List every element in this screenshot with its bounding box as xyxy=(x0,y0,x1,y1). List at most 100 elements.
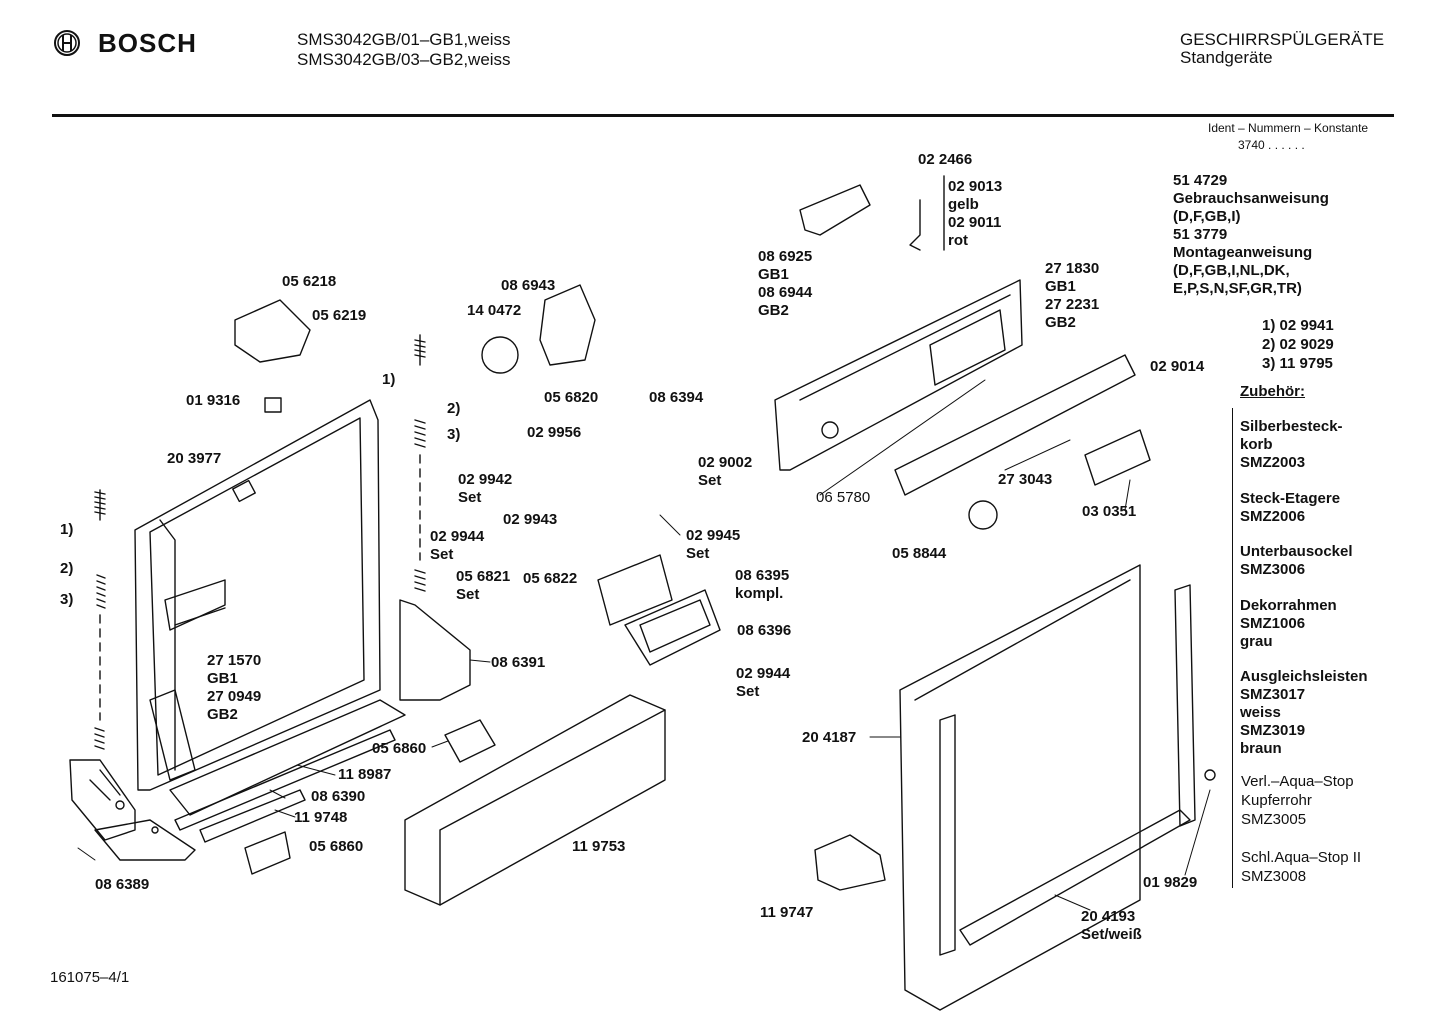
dispenser-motor xyxy=(481,284,596,374)
dispenser-housing xyxy=(597,554,721,666)
doc-lang-2b: E,P,S,N,SF,GR,TR) xyxy=(1173,280,1302,297)
acc-aquastop-ext-code: SMZ3005 xyxy=(1241,811,1307,828)
foot-piece-upper xyxy=(444,719,496,763)
label-086390: 08 6390 xyxy=(311,788,366,805)
label-086394: 08 6394 xyxy=(649,389,704,406)
model-line-1: SMS3042GB/01–GB1,weiss xyxy=(297,30,511,49)
label-gb2-a: GB2 xyxy=(758,302,789,319)
ident-label: Ident – Nummern – Konstante xyxy=(1208,121,1369,135)
left-hinge xyxy=(69,759,196,861)
wire-part xyxy=(909,199,921,251)
label-029011: 02 9011 xyxy=(948,214,1002,231)
label-086925: 08 6925 xyxy=(758,248,813,265)
header-rule xyxy=(52,114,1394,117)
label-119753: 11 9753 xyxy=(572,838,626,855)
screw-part xyxy=(1204,769,1216,781)
label-set-029002: Set xyxy=(698,472,722,489)
label-029014: 02 9014 xyxy=(1150,358,1205,375)
doc-lang-1: (D,F,GB,I) xyxy=(1173,208,1241,225)
label-set-029944-a: Set xyxy=(430,546,454,563)
label-gelb: gelb xyxy=(948,196,979,213)
label-086391: 08 6391 xyxy=(491,654,546,671)
label-022466: 02 2466 xyxy=(918,151,973,168)
acc-cutlery-1: Silberbesteck- xyxy=(1240,418,1343,435)
ident-value: 3740 . . . . . . xyxy=(1238,138,1305,152)
label-kompl: kompl. xyxy=(735,585,784,602)
label-029944-b: 02 9944 xyxy=(736,665,791,682)
label-272231: 27 2231 xyxy=(1045,296,1100,313)
acc-cutlery-code: SMZ2003 xyxy=(1240,454,1306,471)
acc-strips: Ausgleichsleisten xyxy=(1240,668,1368,685)
label-203977: 20 3977 xyxy=(167,450,222,467)
doc-title-1: Gebrauchsanweisung xyxy=(1173,190,1329,207)
leader-lines xyxy=(77,379,1211,911)
clip-part xyxy=(264,397,282,413)
label-029944-a: 02 9944 xyxy=(430,528,485,545)
doc-lang-2a: (D,F,GB,I,NL,DK, xyxy=(1173,262,1290,279)
label-030351: 03 0351 xyxy=(1082,503,1137,520)
label-056860-b: 05 6860 xyxy=(309,838,364,855)
acc-cutlery-2: korb xyxy=(1240,436,1273,453)
selector-knob xyxy=(968,500,998,530)
label-086395: 08 6395 xyxy=(735,567,790,584)
label-270949: 27 0949 xyxy=(207,688,262,705)
label-273043: 27 3043 xyxy=(998,471,1053,488)
label-056821: 05 6821 xyxy=(456,568,511,585)
acc-aquastop-hose: Schl.Aqua–Stop II xyxy=(1241,849,1362,866)
top-hinge-part xyxy=(234,299,311,363)
label-056822: 05 6822 xyxy=(523,570,578,587)
label-086943: 08 6943 xyxy=(501,277,556,294)
acc-decor-color: grau xyxy=(1240,633,1273,650)
label-029945: 02 9945 xyxy=(686,527,741,544)
label-ref2-middle: 2) xyxy=(447,400,461,417)
side-trim-left xyxy=(939,714,956,956)
label-ref2-left: 2) xyxy=(60,560,74,577)
door-side-strip xyxy=(149,689,196,781)
label-086389: 08 6389 xyxy=(95,876,150,893)
bottom-trim xyxy=(959,809,1191,946)
label-204187: 20 4187 xyxy=(802,729,857,746)
label-271570: 27 1570 xyxy=(207,652,262,669)
category-line-2: Standgeräte xyxy=(1180,48,1273,67)
label-119748: 11 9748 xyxy=(294,809,348,826)
label-065780: 06 5780 xyxy=(816,489,871,506)
label-058844: 05 8844 xyxy=(892,545,947,562)
label-019316: 01 9316 xyxy=(186,392,241,409)
ref-note-1: 1) 02 9941 xyxy=(1262,317,1334,334)
doc-title-2: Montageanweisung xyxy=(1173,244,1313,261)
control-panel-strip xyxy=(894,354,1136,496)
label-ref1-middle: 1) xyxy=(382,371,396,388)
top-connector xyxy=(799,184,871,236)
label-029942: 02 9942 xyxy=(458,471,513,488)
label-set-029944-b: Set xyxy=(736,683,760,700)
acc-etagere: Steck-Etagere xyxy=(1240,490,1341,507)
accessories-title: Zubehör: xyxy=(1240,383,1305,400)
label-gb2-b: GB2 xyxy=(1045,314,1076,331)
label-086944: 08 6944 xyxy=(758,284,813,301)
acc-strips-code-2: SMZ3019 xyxy=(1240,722,1306,739)
label-056219: 05 6219 xyxy=(312,307,367,324)
label-gb2-c: GB2 xyxy=(207,706,238,723)
acc-decor: Dekorrahmen xyxy=(1240,597,1337,614)
label-029013: 02 9013 xyxy=(948,178,1003,195)
acc-aquastop-ext: Verl.–Aqua–Stop xyxy=(1241,773,1354,790)
acc-base: Unterbausockel xyxy=(1240,543,1353,560)
label-set-weiss: Set/weiß xyxy=(1081,926,1142,943)
acc-strips-color-1: weiss xyxy=(1240,704,1281,721)
doc-number-2: 51 3779 xyxy=(1173,226,1228,243)
acc-aquastop-ext-2: Kupferrohr xyxy=(1241,792,1312,809)
outer-door-panel xyxy=(899,564,1141,1011)
doc-number-1: 51 4729 xyxy=(1173,172,1228,189)
ref-note-3: 3) 11 9795 xyxy=(1262,355,1333,372)
left-spring xyxy=(94,489,106,750)
middle-hinge-bracket xyxy=(399,599,471,701)
control-panel xyxy=(774,279,1023,471)
label-086396: 08 6396 xyxy=(737,622,792,639)
bosch-logo xyxy=(52,28,82,63)
label-056820: 05 6820 xyxy=(544,389,599,406)
decor-frame-clip xyxy=(814,834,886,891)
label-271830: 27 1830 xyxy=(1045,260,1100,277)
acc-strips-code-1: SMZ3017 xyxy=(1240,686,1306,703)
label-119747: 11 9747 xyxy=(760,904,814,921)
